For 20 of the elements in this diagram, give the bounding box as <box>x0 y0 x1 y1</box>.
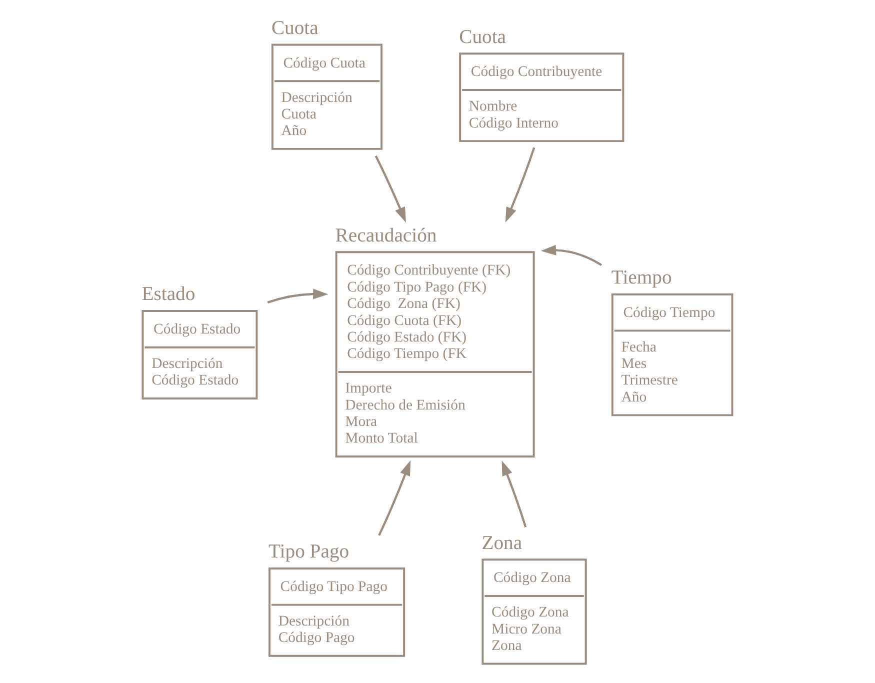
node-label: Estado <box>142 283 196 306</box>
node-box: Código Tiempo Fecha Mes Trimestre Año <box>611 293 734 416</box>
node-box: Código Tipo Pago Descripción Código Pago <box>268 567 406 657</box>
arrow <box>267 288 328 304</box>
node-box: Código Cuota Descripción Cuota Año <box>271 44 382 150</box>
node-label: Tipo Pago <box>268 540 350 563</box>
node-box: Código Contribuyente Nombre Código Interno <box>459 52 624 142</box>
node-box: Código Estado Descripción Código Estado <box>142 310 258 400</box>
arrow <box>540 244 602 266</box>
node-label: Cuota <box>459 26 506 48</box>
arrow <box>378 460 411 536</box>
node-label: Zona <box>482 532 522 554</box>
node-box: Código Zona Código Zona Micro Zona Zona <box>482 558 587 665</box>
node-label: Tiempo <box>611 266 672 289</box>
arrow <box>502 460 527 528</box>
node-label: Recaudación <box>335 224 437 246</box>
node-box: Código Contribuyente (FK) Código Tipo Pago (FK) Código Zona (FK) Código Cuota (FK) Código Estado (FK) Código Tiempo (FK Importe Derecho de Emisión Mora Monto Total <box>335 251 535 458</box>
arrow <box>505 147 536 223</box>
node-label: Cuota <box>271 16 318 39</box>
arrow <box>374 155 406 223</box>
